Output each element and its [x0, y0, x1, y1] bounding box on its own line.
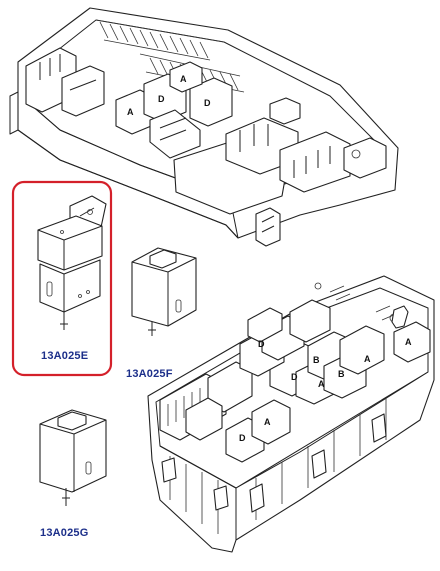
part-label-13a025g[interactable]: 13A025G [40, 527, 89, 539]
lower-slot-a-2: A [318, 379, 325, 389]
relay-13a025g [39, 409, 107, 506]
part-label-13a025e[interactable]: 13A025E [41, 350, 89, 362]
relay-13a025e [37, 195, 107, 330]
lower-slot-a-3: A [264, 417, 271, 427]
upper-slot-d-1: D [158, 94, 165, 104]
lower-slot-a-1: A [364, 354, 371, 364]
lower-slot-b-2: B [338, 369, 345, 379]
part-label-13a025f[interactable]: 13A025F [126, 368, 173, 380]
lower-slot-d-1: D [291, 372, 298, 382]
relay-13a025f [131, 247, 197, 336]
lower-slot-d-2: D [239, 433, 246, 443]
lower-slot-b-1: B [313, 355, 320, 365]
upper-slot-d-2: D [204, 98, 211, 108]
highlight-frame [11, 180, 113, 377]
lower-slot-d-3: D [258, 339, 265, 349]
upper-slot-a-1: A [127, 107, 134, 117]
upper-slot-a-2: A [180, 74, 187, 84]
lower-slot-a-4: A [405, 337, 412, 347]
upper-fuse-box: A D D A [9, 7, 399, 247]
lower-fuse-box: A B A B D A D A D [147, 275, 435, 553]
